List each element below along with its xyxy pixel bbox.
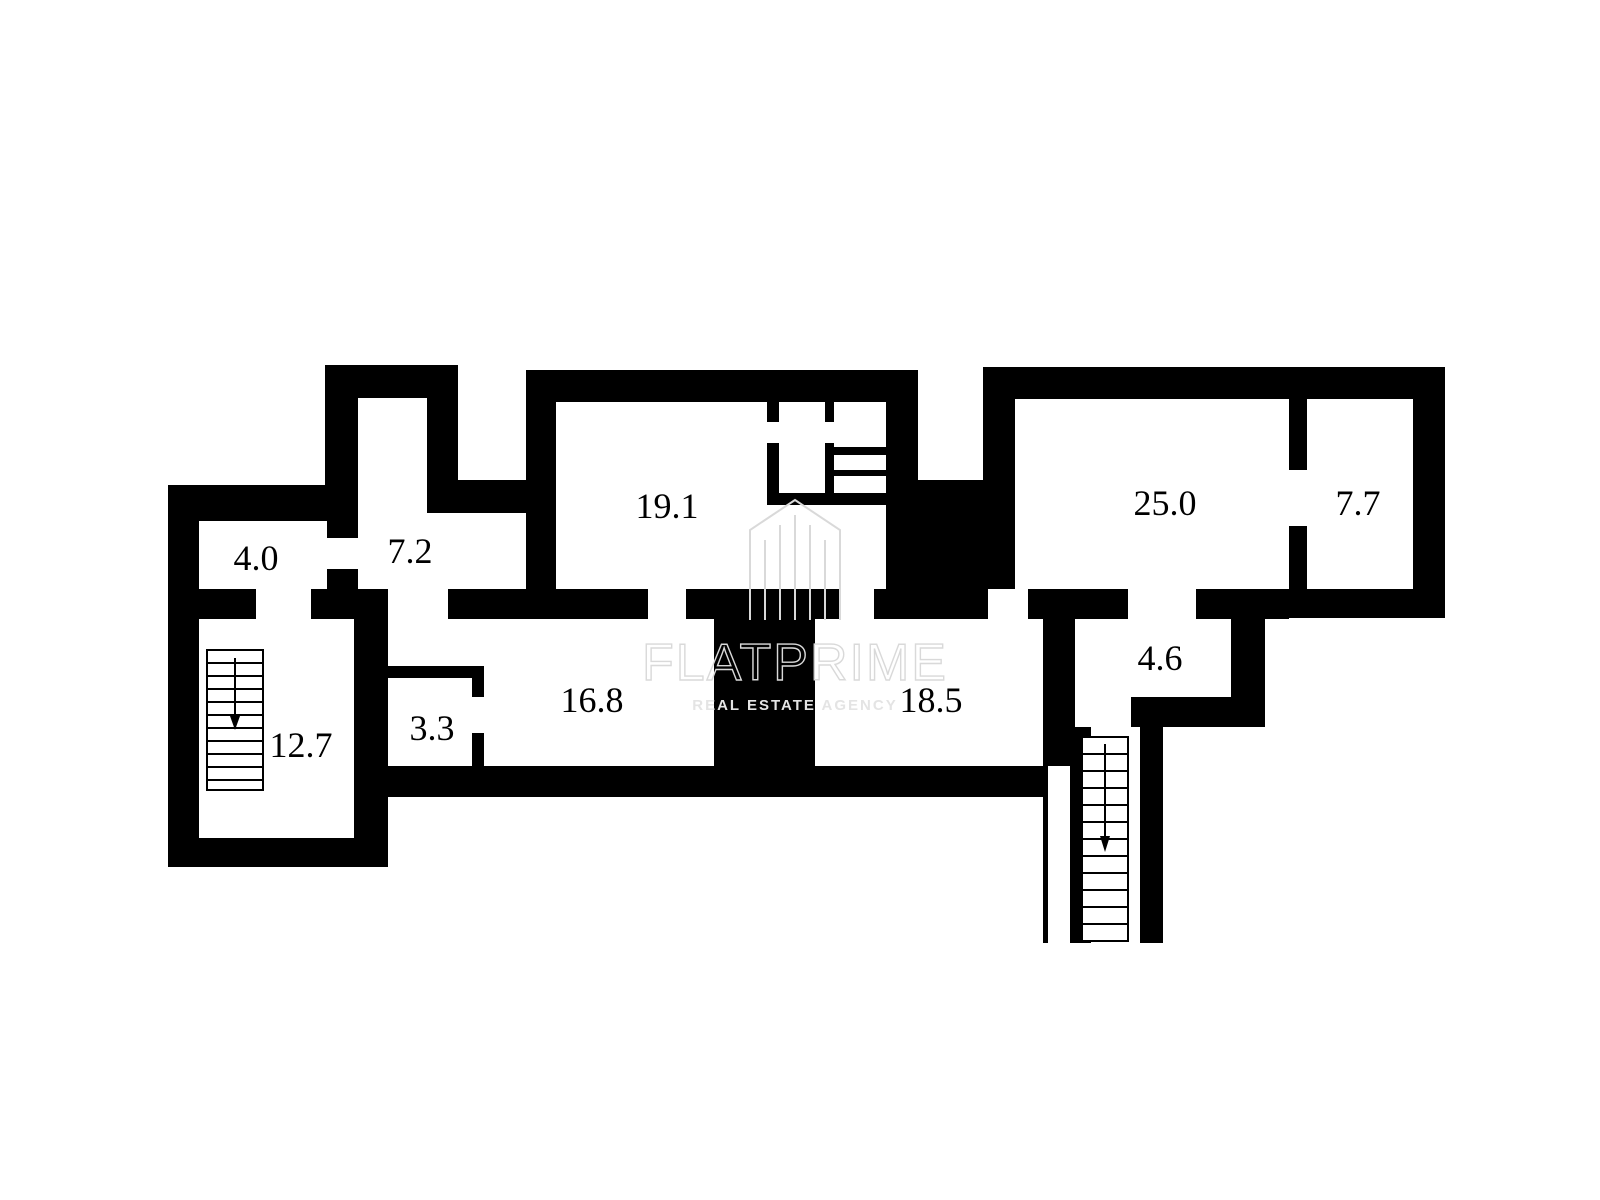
closet-shelf-1: [834, 447, 886, 455]
wall-18-5-top: [874, 589, 988, 619]
wall-column-center: [714, 619, 815, 766]
floor-7-2: [358, 398, 526, 589]
room-label-4-6: 4.6: [1138, 638, 1183, 678]
room-label-25-0: 25.0: [1134, 483, 1197, 523]
watermark: FLATPRIME REAL ESTATE AGENCY: [641, 498, 948, 714]
staircase-right-steps: [1082, 744, 1128, 925]
arrow-down-icon: [1100, 836, 1110, 852]
floor-7-7: [1307, 399, 1413, 589]
floor-25-0: [1015, 399, 1289, 589]
floor-corridor-lower: [388, 589, 414, 678]
floor-door-19-18: [840, 589, 874, 619]
closet-wall-mid-top: [825, 402, 834, 422]
wall-4-6-right: [1231, 619, 1265, 727]
room-label-4-0: 4.0: [234, 538, 279, 578]
closet-wall-mid-bottom: [825, 443, 834, 496]
floor-door-25-18: [988, 589, 1028, 619]
room-label-18-5: 18.5: [900, 680, 963, 720]
wall-25-7-upper: [1289, 399, 1307, 470]
closet-wall-left-top: [767, 402, 779, 422]
floor-corridor-4-7: [327, 541, 358, 569]
room-label-16-8: 16.8: [561, 680, 624, 720]
floor-corridor-lower-b: [414, 619, 484, 666]
wall-4-0-bottom-left: [199, 589, 256, 619]
floor-16-8: [484, 619, 714, 766]
room-label-12-7: 12.7: [270, 725, 333, 765]
floor-18-5: [815, 619, 1043, 766]
floor-4-0: [199, 521, 327, 589]
floor-3-3: [388, 678, 472, 766]
wall-25-7-lower: [1289, 526, 1307, 589]
floor-right-passage: [1070, 697, 1091, 727]
room-label-7-2: 7.2: [388, 531, 433, 571]
floor-door-19-lower: [648, 589, 686, 619]
wall-3-3-right-upper: [472, 666, 484, 697]
wall-12-7-right: [354, 619, 388, 867]
watermark-brand: FLATPRIME: [642, 634, 948, 692]
wall-4-0-7-2-lower: [327, 569, 358, 589]
wall-18-4-6-divider: [1043, 619, 1075, 766]
building-logo-icon: [749, 498, 841, 620]
wall-19-lower-mid: [686, 589, 840, 619]
floor-door-4-12: [256, 589, 311, 619]
arrow-down-icon: [230, 716, 240, 730]
wall-7-2-bottom: [448, 589, 648, 619]
staircase-left: [206, 649, 264, 791]
floor-door-25-4-6: [1128, 589, 1196, 619]
wall-3-3-right-lower: [472, 733, 484, 766]
wall-4-0-bottom-right: [311, 589, 358, 619]
floor-door-25-7: [1289, 470, 1307, 526]
watermark-tagline: REAL ESTATE AGENCY: [692, 697, 897, 714]
room-label-19-1: 19.1: [636, 486, 699, 526]
wall-25-bottom-right: [1196, 589, 1289, 619]
room-label-7-7: 7.7: [1336, 483, 1381, 523]
closet-shelf-2: [834, 470, 886, 476]
room-label-3-3: 3.3: [410, 708, 455, 748]
wall-3-3-top: [388, 666, 484, 678]
closet-wall-left-bottom: [767, 443, 779, 505]
floor-door-7-lower: [414, 589, 448, 619]
wall-7-2-19-divider: [526, 513, 556, 589]
staircase-left-steps: [207, 658, 263, 781]
wall-4-0-7-2-upper: [327, 521, 358, 538]
room-labels: 4.0 7.2 19.1 25.0 7.7 4.6 16.8 18.5 3.3 …: [234, 483, 1381, 765]
wall-block-right-stair: [1043, 704, 1048, 943]
wall-19-18-divider: [886, 480, 918, 589]
floor-door-3-16: [472, 697, 484, 733]
staircase-right: [1081, 736, 1129, 942]
floor-4-6: [1075, 619, 1231, 697]
wall-25-bottom-left: [1028, 589, 1128, 619]
wall-4-6-bottom: [1131, 697, 1231, 727]
